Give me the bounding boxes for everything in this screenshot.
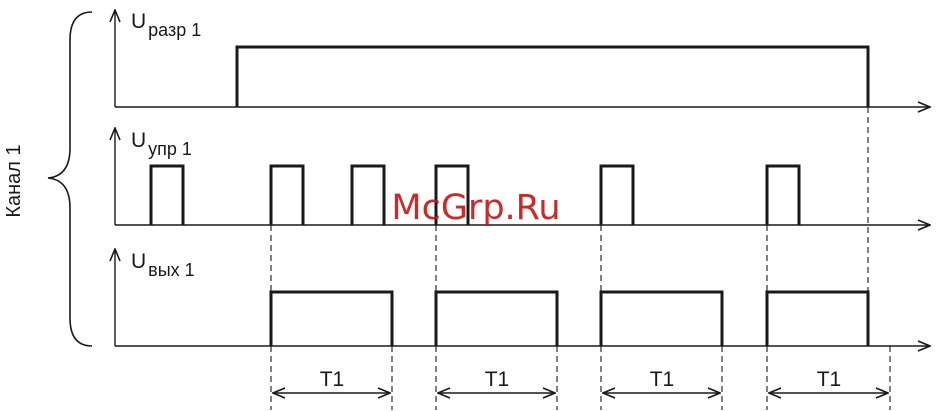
channel-label: Канал 1 [3, 144, 25, 217]
enable-waveform [237, 47, 868, 107]
output-pulse [601, 292, 722, 346]
control-pulse [601, 166, 633, 225]
control-pulse [352, 166, 384, 225]
projection-lines [271, 107, 890, 410]
control-pulse [767, 166, 799, 225]
period-label: T1 [485, 368, 510, 391]
control-pulse [151, 166, 183, 225]
output-pulse [767, 292, 868, 346]
control-pulse [271, 166, 303, 225]
period-label: T1 [320, 368, 345, 391]
period-label: T1 [650, 368, 675, 391]
period-label: T1 [817, 368, 842, 391]
output-pulse [436, 292, 557, 346]
output-pulse [271, 292, 392, 346]
watermark: McGrp.Ru [391, 188, 560, 228]
channel-brace [48, 12, 92, 346]
